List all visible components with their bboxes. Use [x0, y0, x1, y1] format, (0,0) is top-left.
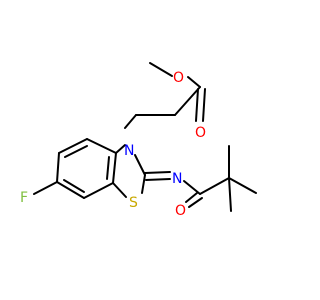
molecule-canvas: O O N N F S O: [20, 62, 257, 219]
atom-o-ester: O: [173, 70, 184, 86]
bond-o-carbonyl-c: [187, 76, 201, 88]
bond-amide-double-1: [185, 192, 198, 203]
bond-c-f: [33, 181, 58, 195]
bond-ring-4: [56, 181, 85, 199]
bond-n-c-amide: [183, 180, 201, 195]
atom-labels: O O N N F S O: [20, 70, 206, 219]
molecule-structure: O O N N F S O: [20, 62, 257, 219]
atom-f: F: [20, 190, 28, 206]
atom-n-ring: N: [124, 143, 134, 159]
bond-c-n: [115, 144, 126, 154]
bond-ring-4-inner: [63, 179, 85, 193]
bond-amide-c-quat: [199, 177, 230, 195]
bond-ring-2-inner: [64, 145, 88, 158]
bond-amide-double-2: [188, 197, 203, 208]
bond-ring-2: [58, 138, 88, 154]
bond-ring-3: [56, 152, 60, 183]
bond-carbonyl-ch2: [174, 86, 201, 116]
bond-quat-me-right: [228, 177, 257, 194]
bond-c2-n-imine-1: [144, 171, 171, 174]
bond-c2-n-imine-2: [145, 178, 171, 181]
atom-s: S: [129, 195, 138, 211]
bond-ring-6-inner: [106, 156, 110, 180]
bond-s-c: [112, 182, 127, 198]
bond-carbonyl-double-1: [195, 88, 199, 122]
bond-ring-6: [112, 152, 117, 184]
bond-quat-me-down: [228, 177, 232, 212]
bonds: [33, 62, 257, 212]
bond-ring-5: [83, 182, 114, 199]
atom-o-amide: O: [175, 203, 186, 219]
bond-ring-1: [86, 138, 117, 154]
bond-c2-s: [141, 174, 146, 194]
bond-carbonyl-double-2: [202, 88, 206, 122]
bond-ch2-n2: [124, 114, 137, 129]
bond-methyl-o: [149, 62, 173, 77]
atom-o-carbonyl: O: [195, 125, 206, 141]
atom-n-imine: N: [172, 171, 182, 187]
bond-n-c2: [134, 154, 146, 176]
